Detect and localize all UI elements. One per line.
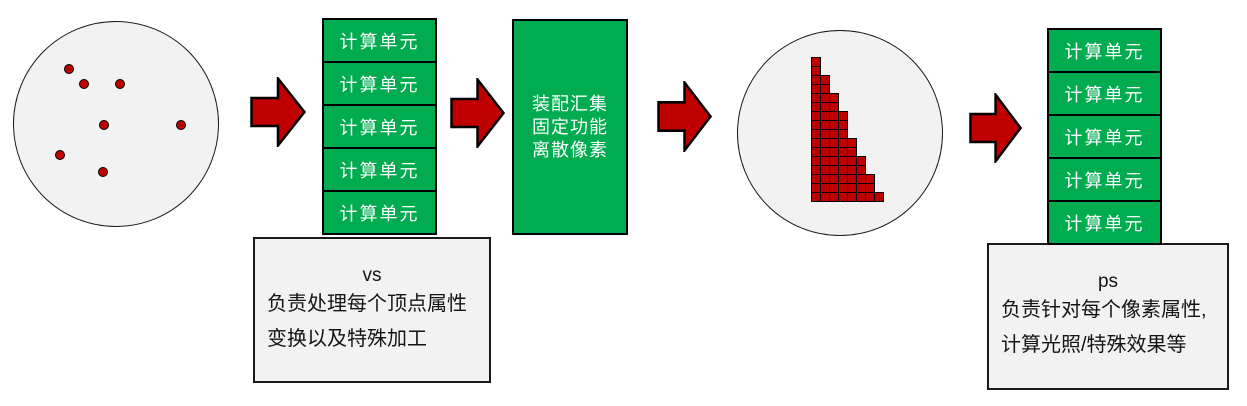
- compute-unit-label: 计算单元: [339, 160, 420, 181]
- compute-unit-label: 计算单元: [1064, 41, 1145, 62]
- ps-note-title: ps: [1097, 271, 1119, 292]
- compute-unit-box: 计算单元: [322, 190, 437, 235]
- compute-unit-box: 计算单元: [322, 61, 437, 106]
- vertex-dot-icon: [98, 167, 108, 177]
- compute-unit-label: 计算单元: [1064, 170, 1145, 191]
- pixel-shader-unit-stack: 计算单元计算单元计算单元计算单元计算单元: [1047, 28, 1162, 245]
- vertex-dot-icon: [64, 64, 74, 74]
- ps-note-line: 负责针对每个像素属性,: [1001, 299, 1207, 321]
- compute-unit-label: 计算单元: [339, 31, 420, 52]
- compute-unit-box: 计算单元: [1047, 157, 1162, 202]
- fixed-function-line: 固定功能: [532, 116, 608, 137]
- rasterized-pixels-circle: [737, 30, 943, 236]
- vertex-dot-icon: [55, 150, 65, 160]
- compute-unit-box: 计算单元: [1047, 200, 1162, 245]
- compute-unit-label: 计算单元: [1064, 84, 1145, 105]
- pixel-row: [811, 192, 884, 202]
- flow-arrow-icon: [969, 93, 1022, 163]
- vertex-dot-icon: [176, 120, 186, 130]
- fixed-function-line: 离散像素: [532, 139, 608, 160]
- pixel-row: [811, 183, 884, 193]
- vertex-shader-note: vs 负责处理每个顶点属性 变换以及特殊加工: [253, 237, 491, 383]
- vertex-shader-unit-stack: 计算单元计算单元计算单元计算单元计算单元: [322, 18, 437, 235]
- compute-unit-box: 计算单元: [322, 104, 437, 149]
- compute-unit-box: 计算单元: [1047, 28, 1162, 73]
- vertex-input-circle: [13, 21, 219, 227]
- vertex-dot-icon: [115, 79, 125, 89]
- fixed-function-line: 装配汇集: [532, 93, 608, 114]
- vs-note-title: vs: [362, 265, 382, 286]
- compute-unit-box: 计算单元: [322, 18, 437, 63]
- compute-unit-box: 计算单元: [1047, 114, 1162, 159]
- vs-note-line: 负责处理每个顶点属性: [267, 293, 467, 315]
- pixel-square: [874, 192, 884, 202]
- flow-arrow-icon: [450, 78, 505, 148]
- rasterized-triangle-icon: [811, 57, 884, 202]
- compute-unit-label: 计算单元: [1064, 127, 1145, 148]
- fixed-function-box: 装配汇集 固定功能 离散像素: [512, 19, 628, 235]
- compute-unit-label: 计算单元: [339, 74, 420, 95]
- vertex-dot-icon: [79, 79, 89, 89]
- compute-unit-box: 计算单元: [322, 147, 437, 192]
- pixel-shader-note: ps 负责针对每个像素属性, 计算光照/特殊效果等: [987, 243, 1229, 390]
- flow-arrow-icon: [250, 77, 306, 147]
- compute-unit-label: 计算单元: [339, 203, 420, 224]
- flow-arrow-icon: [657, 81, 712, 152]
- compute-unit-label: 计算单元: [1064, 213, 1145, 234]
- pixel-row: [811, 174, 884, 184]
- vs-note-line: 变换以及特殊加工: [267, 328, 427, 350]
- compute-unit-label: 计算单元: [339, 117, 420, 138]
- ps-note-line: 计算光照/特殊效果等: [1001, 334, 1187, 356]
- vertex-dot-icon: [99, 120, 109, 130]
- compute-unit-box: 计算单元: [1047, 71, 1162, 116]
